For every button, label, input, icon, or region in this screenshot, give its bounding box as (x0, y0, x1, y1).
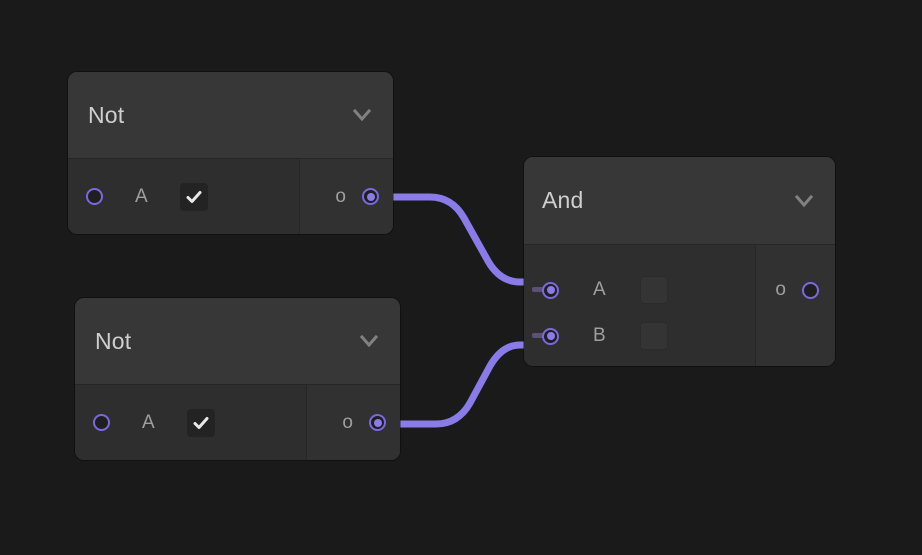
output-row-o[interactable]: o (756, 267, 835, 313)
empty-checkbox-icon (645, 281, 663, 299)
input-row-b[interactable]: B (524, 313, 755, 359)
node-header[interactable]: Not (68, 72, 393, 158)
node-body: A B o (524, 244, 835, 366)
input-row-a[interactable]: A (68, 160, 299, 234)
node-header[interactable]: And (524, 157, 835, 244)
check-icon (186, 190, 202, 203)
inputs-column: A (68, 159, 299, 234)
node-title: Not (88, 101, 125, 128)
output-row-o[interactable]: o (300, 160, 393, 234)
output-row-o[interactable]: o (307, 386, 400, 460)
node-not-2[interactable]: Not A (75, 298, 400, 460)
chevron-down-icon[interactable] (358, 330, 380, 352)
output-port-o[interactable] (369, 414, 386, 431)
column-divider (299, 159, 300, 234)
input-label-b: B (593, 325, 606, 346)
input-row-a[interactable]: A (524, 267, 755, 313)
output-label-o: o (775, 279, 786, 300)
output-label-o: o (342, 411, 353, 433)
wire-not2-to-and-b (390, 341, 532, 428)
inputs-column: A (75, 385, 306, 460)
outputs-column: o (307, 385, 400, 460)
node-title: And (542, 187, 584, 213)
check-icon (193, 416, 209, 429)
node-title: Not (95, 327, 132, 354)
node-not-1[interactable]: Not A (68, 72, 393, 234)
input-port-a[interactable] (542, 281, 559, 299)
outputs-column: o (756, 245, 835, 366)
input-label-a: A (593, 279, 606, 300)
input-checkbox-b[interactable] (639, 322, 668, 350)
node-header[interactable]: Not (75, 298, 400, 384)
node-body: A o (75, 384, 400, 460)
input-port-b[interactable] (542, 327, 559, 345)
empty-checkbox-icon (645, 327, 663, 345)
wire-not1-to-and-a (384, 193, 532, 286)
inputs-column: A B (524, 245, 755, 366)
input-port-a[interactable] (86, 188, 103, 205)
input-label-a: A (135, 185, 148, 207)
output-port-o[interactable] (362, 188, 379, 205)
input-checkbox-a[interactable] (186, 408, 215, 437)
chevron-down-icon[interactable] (793, 190, 815, 212)
input-port-a[interactable] (93, 414, 110, 431)
output-port-o[interactable] (802, 281, 819, 299)
chevron-down-icon[interactable] (351, 104, 373, 126)
input-row-a[interactable]: A (75, 386, 306, 460)
node-and-1[interactable]: And A B (524, 157, 835, 366)
output-label-o: o (335, 185, 346, 207)
input-checkbox-a[interactable] (179, 182, 208, 211)
input-checkbox-a[interactable] (639, 276, 668, 304)
outputs-column: o (300, 159, 393, 234)
node-body: A o (68, 158, 393, 234)
input-label-a: A (142, 411, 155, 433)
column-divider (306, 385, 307, 460)
column-divider (755, 245, 756, 366)
